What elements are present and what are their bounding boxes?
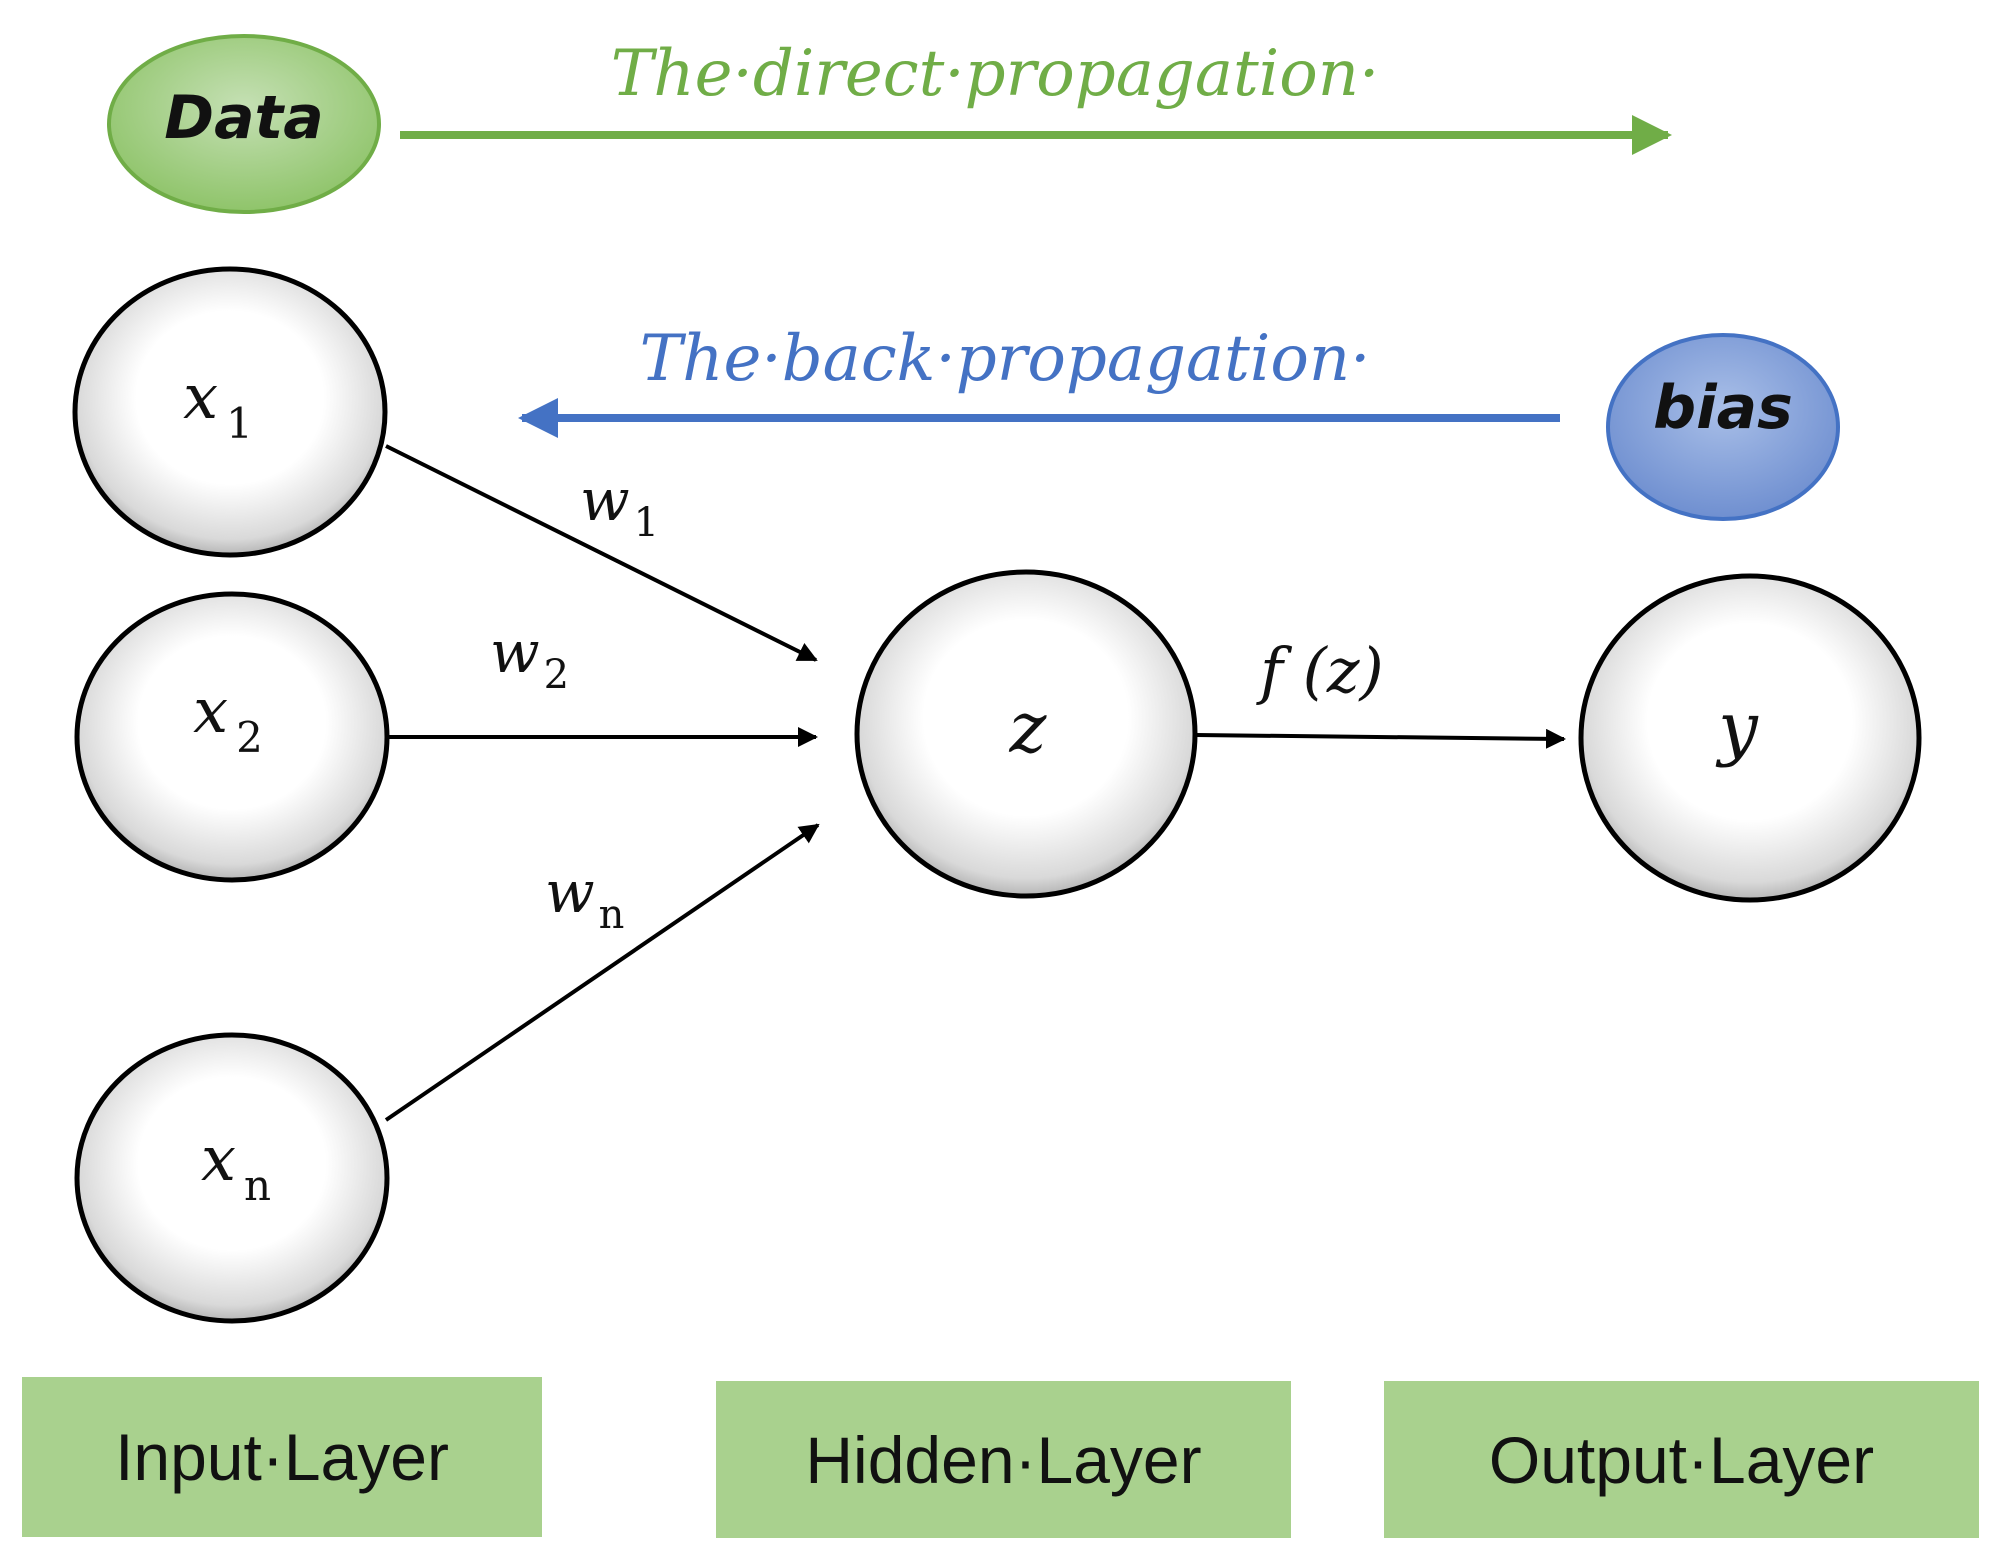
data-pill-label: Data [164, 83, 323, 153]
back-propagation-arrow: The·back·propagation· [518, 322, 1560, 438]
edge-x1-z [385, 444, 818, 662]
input-layer-label: Input·Layer [22, 1377, 542, 1537]
activation-label: f (z) [1256, 634, 1384, 707]
direct-propagation-arrow: The·direct·propagation· [400, 37, 1672, 155]
edge-z-y [1195, 728, 1566, 749]
direct-propagation-label: The·direct·propagation· [611, 37, 1380, 111]
svg-text:x1: x1 [183, 360, 253, 448]
svg-text:x2: x2 [193, 674, 263, 762]
back-propagation-label: The·back·propagation· [640, 322, 1371, 396]
hidden-layer-label: Hidden·Layer [716, 1381, 1291, 1538]
svg-text:z: z [1009, 687, 1048, 769]
node-z: z [854, 569, 1198, 899]
data-pill: Data [107, 34, 381, 214]
bias-pill-label: bias [1653, 373, 1793, 443]
edge-xn-z [384, 823, 820, 1122]
output-layer-label: Output·Layer [1384, 1381, 1979, 1538]
svg-text:y: y [1715, 687, 1759, 769]
connections [384, 444, 1566, 1122]
svg-text:xn: xn [201, 1122, 271, 1210]
bias-pill: bias [1606, 333, 1840, 521]
node-y: y [1578, 573, 1922, 903]
